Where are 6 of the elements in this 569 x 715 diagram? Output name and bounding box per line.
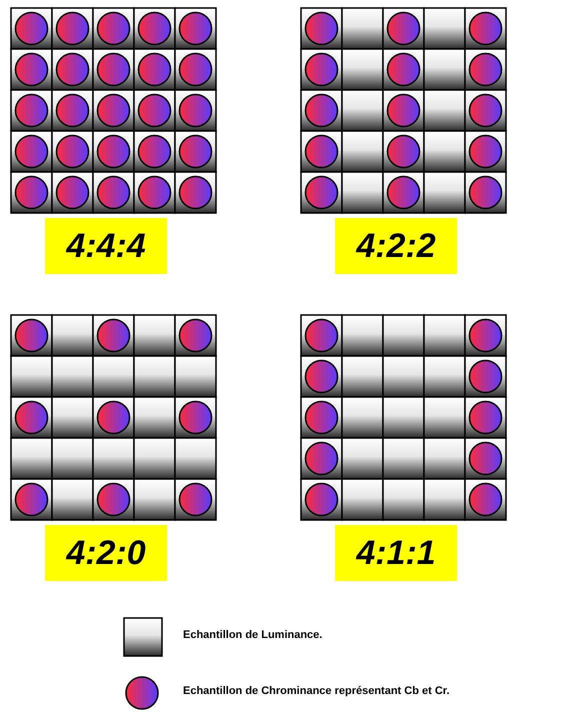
ratio-label: 4:1:1 xyxy=(335,525,457,581)
ratio-label: 4:2:2 xyxy=(335,218,457,274)
ratio-label: 4:2:0 xyxy=(45,525,167,581)
ratio-label: 4:4:4 xyxy=(45,218,167,274)
legend-label: Echantillon de Chrominance représentant Cb et Cr. xyxy=(183,685,450,697)
legend-label: Echantillon de Luminance. xyxy=(183,629,322,641)
